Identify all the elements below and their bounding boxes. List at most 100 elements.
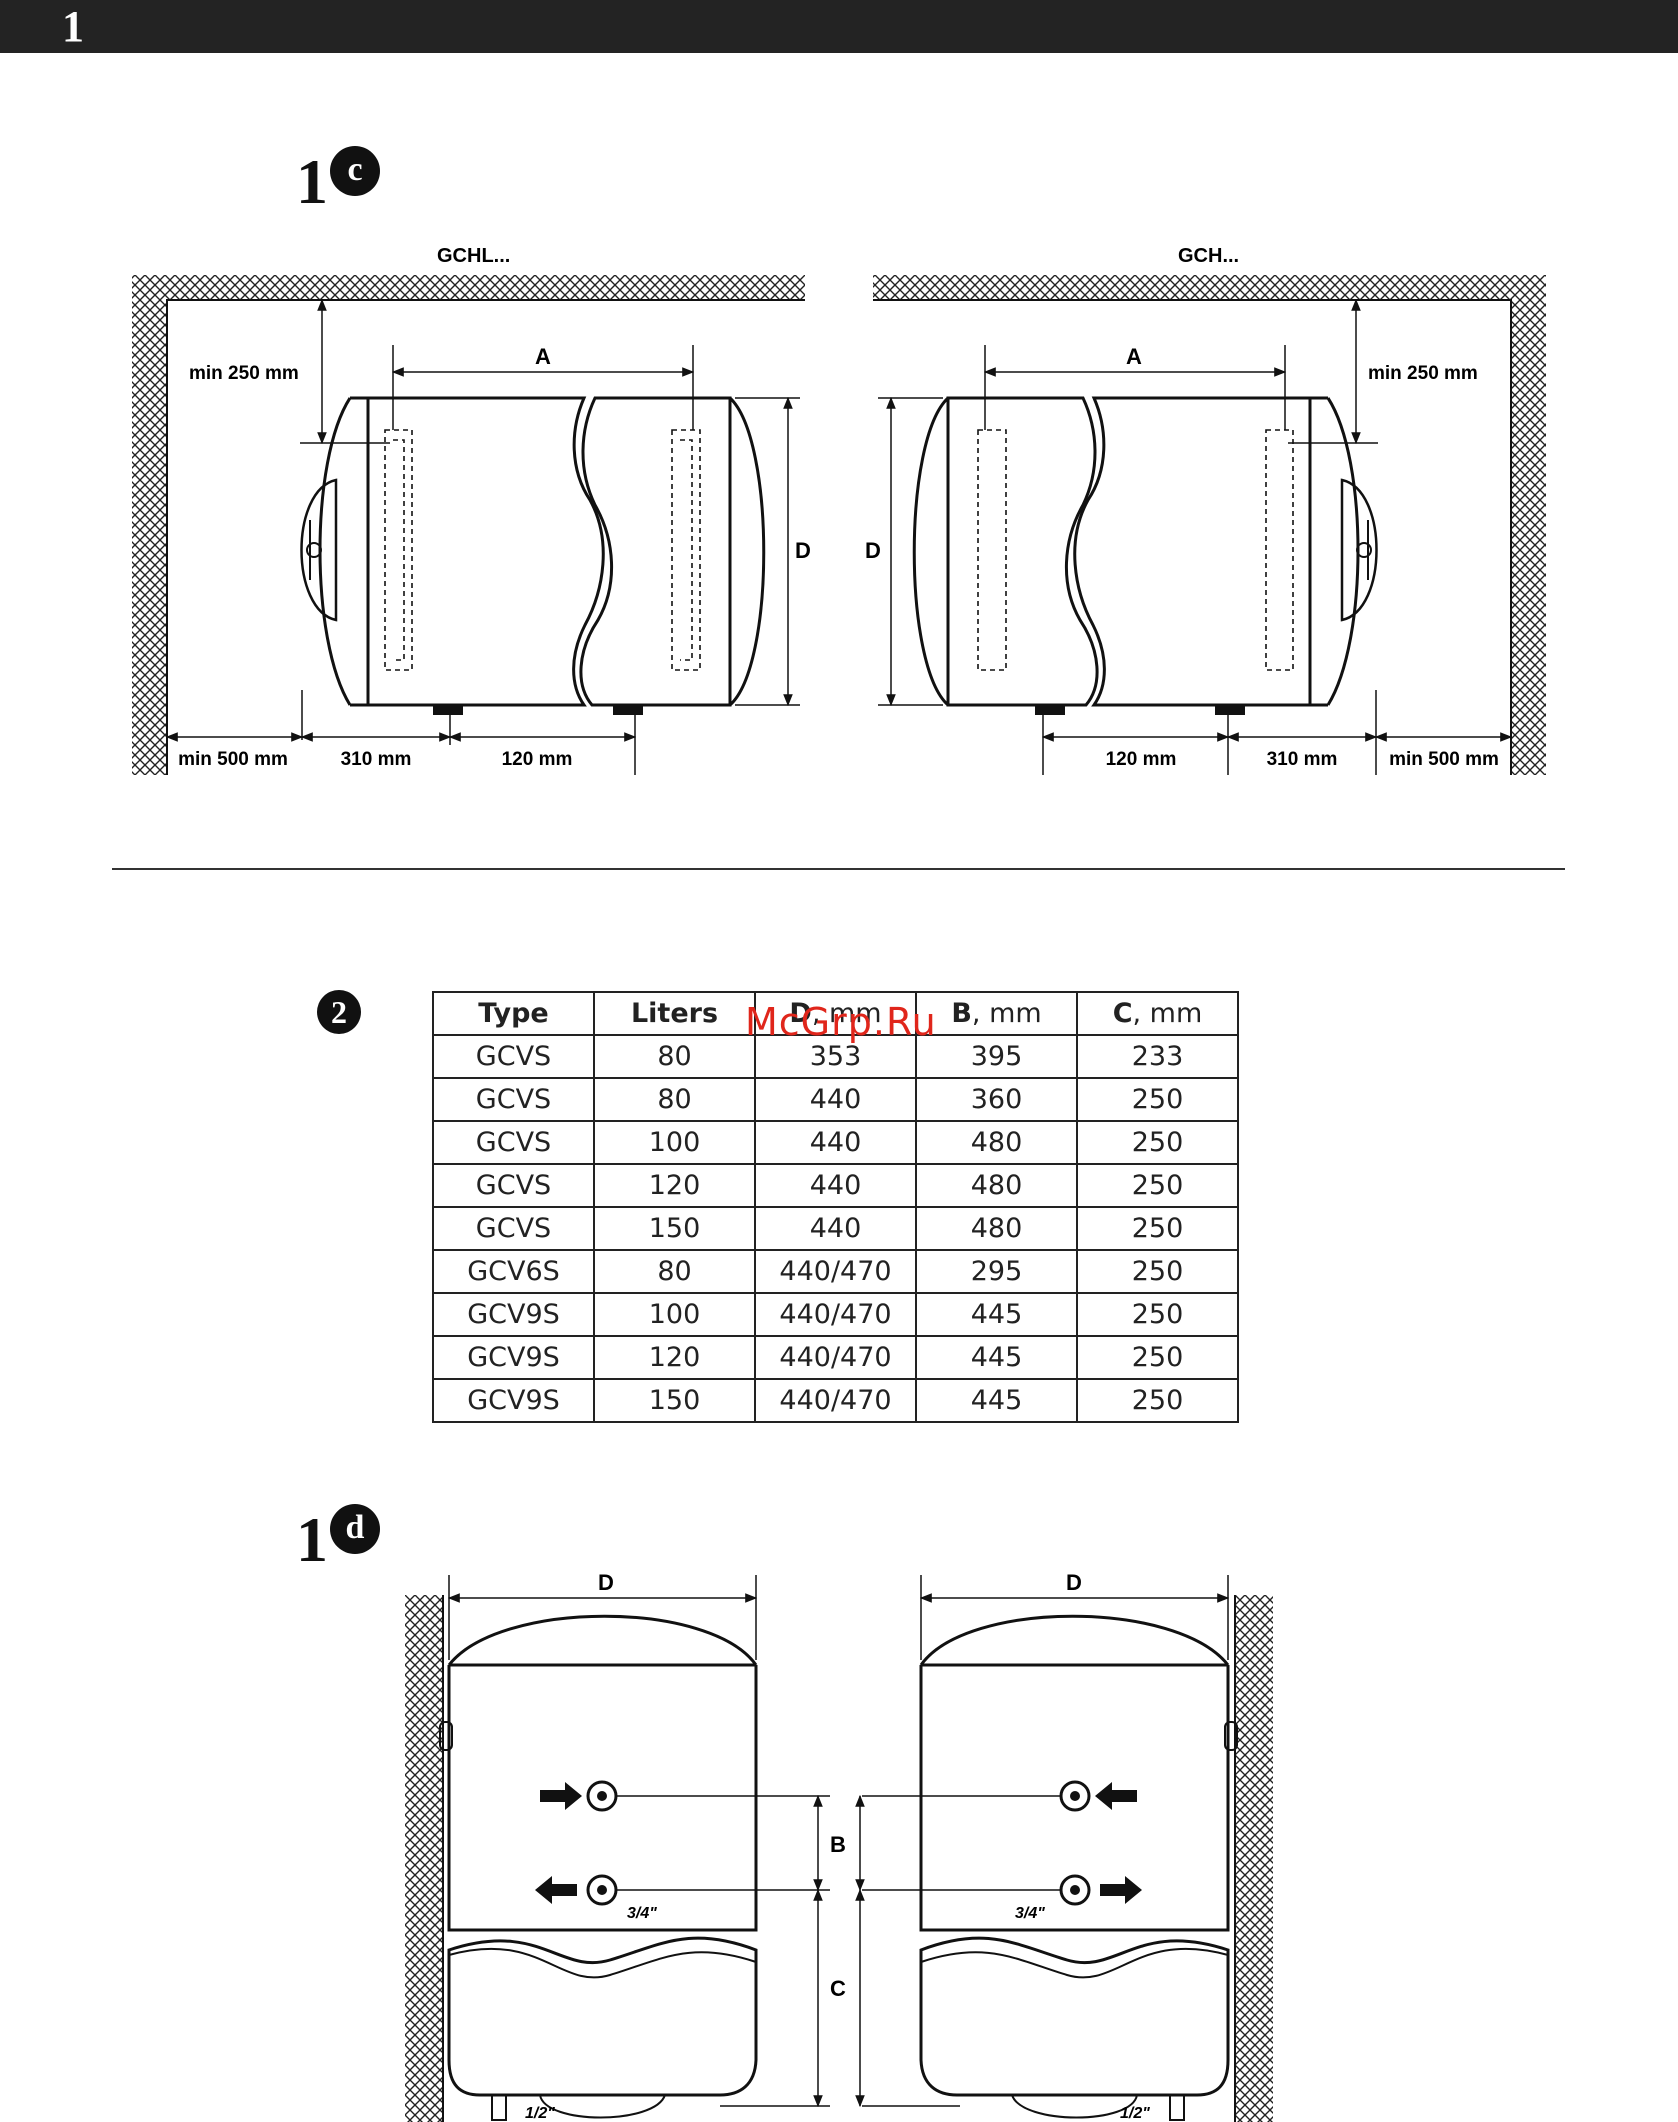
right-vertical-heater — [919, 1614, 1238, 2119]
cell-type: GCVS — [432, 1163, 595, 1208]
cell-liters: 120 — [593, 1335, 756, 1380]
header-b: B, mm — [915, 991, 1078, 1036]
cell-b: 445 — [915, 1378, 1078, 1423]
left-vertical-wall — [405, 1595, 444, 2122]
header-d: D, mm — [754, 991, 917, 1036]
cell-type: GCVS — [432, 1206, 595, 1251]
page-number: 1 — [62, 2, 84, 51]
right-dim-d-label: D — [1066, 1570, 1082, 1595]
cell-b: 445 — [915, 1335, 1078, 1380]
cell-b: 480 — [915, 1120, 1078, 1165]
cell-c: 250 — [1076, 1292, 1239, 1337]
left-dim-c-label: C — [830, 1976, 846, 2001]
cell-type: GCV9S — [432, 1292, 595, 1337]
figure-1d-letter: d — [330, 1504, 380, 1554]
cell-b: 395 — [915, 1034, 1078, 1079]
cell-b: 295 — [915, 1249, 1078, 1294]
left-half-label: 1/2" — [525, 2105, 555, 2122]
gchl-pipes — [433, 705, 643, 715]
gch-dimensions — [878, 298, 1513, 775]
gchl-min-500-label: min 500 mm — [178, 749, 288, 770]
figure-1c-number: 1 — [296, 146, 328, 217]
gch-wall — [873, 275, 1546, 775]
gchl-120-label: 120 mm — [502, 749, 573, 770]
left-three-quarter-label: 3/4" — [627, 1905, 657, 1922]
cell-type: GCVS — [432, 1034, 595, 1079]
figure-1c-letter: c — [330, 146, 380, 196]
gchl-model-label: GCHL... — [437, 245, 510, 267]
cell-b: 480 — [915, 1163, 1078, 1208]
gch-brackets — [977, 429, 1294, 671]
gch-heater — [912, 396, 1378, 707]
right-half-label: 1/2" — [1120, 2105, 1150, 2122]
cell-d: 440 — [754, 1120, 917, 1165]
right-vertical-dimensions — [855, 1575, 1230, 2108]
cell-c: 250 — [1076, 1378, 1239, 1423]
figure-1d-diagram: D B C 3/4" 1/2" D 3/4" 1/2" — [405, 1570, 1273, 2122]
cell-c: 250 — [1076, 1163, 1239, 1208]
watermark: McGrp.Ru — [745, 1000, 937, 1044]
cell-c: 250 — [1076, 1120, 1239, 1165]
gch-dim-a-label: A — [1126, 344, 1142, 369]
cell-b: 445 — [915, 1292, 1078, 1337]
cell-b: 480 — [915, 1206, 1078, 1251]
gch-model-label: GCH... — [1178, 245, 1239, 267]
gch-pipes — [1035, 705, 1245, 715]
section-divider — [112, 868, 1565, 870]
cell-d: 440/470 — [754, 1335, 917, 1380]
cell-liters: 80 — [593, 1034, 756, 1079]
cell-c: 233 — [1076, 1034, 1239, 1079]
right-vertical-wall — [1234, 1595, 1273, 2122]
table-number-badge: 2 — [317, 990, 361, 1034]
cell-type: GCV9S — [432, 1335, 595, 1380]
gch-310-label: 310 mm — [1267, 749, 1338, 770]
gchl-310-label: 310 mm — [341, 749, 412, 770]
cell-d: 353 — [754, 1034, 917, 1079]
cell-liters: 150 — [593, 1206, 756, 1251]
gch-dim-d-label: D — [865, 538, 881, 563]
cell-d: 440/470 — [754, 1292, 917, 1337]
cell-c: 250 — [1076, 1335, 1239, 1380]
gch-120-label: 120 mm — [1106, 749, 1177, 770]
cell-liters: 100 — [593, 1120, 756, 1165]
cell-c: 250 — [1076, 1077, 1239, 1122]
spec-table-header-row: Type Liters D, mm B, mm C, mm — [432, 991, 1239, 1036]
cell-type: GCVS — [432, 1120, 595, 1165]
cell-d: 440 — [754, 1163, 917, 1208]
left-dim-d-label: D — [598, 1570, 614, 1595]
gchl-dim-d-label: D — [795, 538, 811, 563]
left-vertical-heater — [439, 1614, 758, 2119]
cell-liters: 150 — [593, 1378, 756, 1423]
gchl-dimensions — [165, 298, 800, 775]
cell-c: 250 — [1076, 1206, 1239, 1251]
gch-min-250-label: min 250 mm — [1368, 363, 1478, 384]
cell-d: 440/470 — [754, 1249, 917, 1294]
header-c: C, mm — [1076, 991, 1239, 1036]
gchl-min-250-label: min 250 mm — [189, 363, 299, 384]
gchl-dim-a-label: A — [535, 344, 551, 369]
cell-type: GCV9S — [432, 1378, 595, 1423]
gchl-heater — [300, 396, 766, 707]
header-liters: Liters — [593, 991, 756, 1036]
cell-liters: 80 — [593, 1249, 756, 1294]
gchl-wall — [132, 275, 805, 775]
gch-min-500-label: min 500 mm — [1389, 749, 1499, 770]
cell-b: 360 — [915, 1077, 1078, 1122]
left-vertical-dimensions — [447, 1575, 830, 2108]
cell-d: 440/470 — [754, 1378, 917, 1423]
cell-type: GCVS — [432, 1077, 595, 1122]
cell-d: 440 — [754, 1206, 917, 1251]
header-bar: 1 — [0, 0, 1678, 53]
